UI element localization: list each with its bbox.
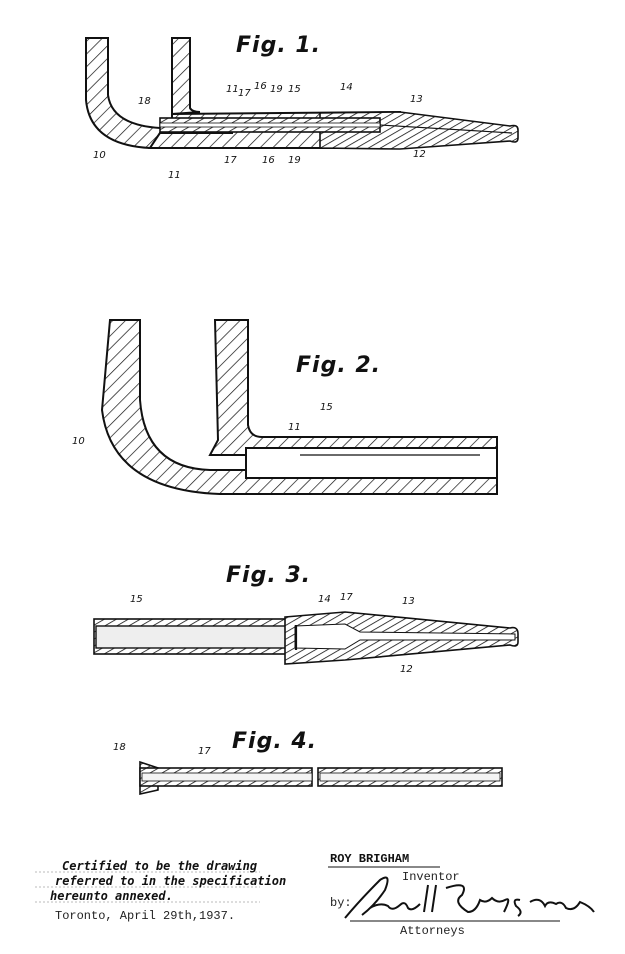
figure-2-title: Fig. 2. bbox=[296, 353, 381, 378]
figure-4: Fig. 4. 18 17 bbox=[113, 729, 503, 795]
fig1-bowl-wall bbox=[171, 37, 201, 116]
inventor-role: Inventor bbox=[402, 870, 460, 884]
fig2-reference-numerals: 10 11 15 bbox=[72, 402, 333, 447]
ref-17b: 17 bbox=[224, 155, 237, 166]
inventor-name: ROY BRIGHAM bbox=[330, 852, 409, 866]
ref-17: 17 bbox=[238, 88, 251, 99]
ref-15: 15 bbox=[288, 84, 301, 95]
figure-1: Fig. 1. 18 11 17 16 19 15 14 13 12 17 16… bbox=[85, 33, 519, 181]
certification-stamp: Certified to be the drawing referred to … bbox=[35, 859, 286, 923]
ref-10: 10 bbox=[72, 436, 85, 447]
ref-11: 11 bbox=[226, 84, 239, 95]
ref-13: 13 bbox=[410, 94, 423, 105]
ref-15: 15 bbox=[320, 402, 333, 413]
ref-11b: 11 bbox=[168, 170, 181, 181]
ref-18: 18 bbox=[138, 96, 151, 107]
ref-13: 13 bbox=[402, 596, 415, 607]
certificate-line-3: hereunto annexed. bbox=[50, 889, 173, 903]
fig1-reference-numerals: 18 11 17 16 19 15 14 13 12 17 16 19 11 1… bbox=[93, 81, 426, 181]
ref-19b: 19 bbox=[288, 155, 301, 166]
attorneys-role: Attorneys bbox=[400, 924, 465, 938]
ref-19: 19 bbox=[270, 84, 283, 95]
ref-15: 15 bbox=[130, 594, 143, 605]
fig4-reference-numerals: 18 17 bbox=[113, 742, 211, 757]
figure-4-title: Fig. 4. bbox=[232, 729, 317, 754]
figure-3: Fig. 3. 15 14 17 13 12 bbox=[93, 563, 519, 675]
by-label: by: bbox=[330, 896, 352, 910]
ref-14: 14 bbox=[340, 82, 353, 93]
fig3-reference-numerals: 15 14 17 13 12 bbox=[130, 592, 415, 675]
ref-12: 12 bbox=[413, 149, 426, 160]
ref-10: 10 bbox=[93, 150, 106, 161]
figure-3-title: Fig. 3. bbox=[226, 563, 311, 588]
ref-16: 16 bbox=[254, 81, 267, 92]
ref-16b: 16 bbox=[262, 155, 275, 166]
certificate-line-2: referred to in the specification bbox=[55, 874, 286, 888]
ref-11: 11 bbox=[288, 422, 301, 433]
ref-14: 14 bbox=[318, 594, 331, 605]
ref-18: 18 bbox=[113, 742, 126, 753]
ref-17: 17 bbox=[340, 592, 353, 603]
attorney-signature bbox=[344, 876, 595, 919]
ref-17: 17 bbox=[198, 746, 211, 757]
figure-1-title: Fig. 1. bbox=[236, 33, 321, 58]
fig2-bowl-wall bbox=[208, 319, 498, 456]
ref-12: 12 bbox=[400, 664, 413, 675]
signature-block: ROY BRIGHAM Inventor by: Attorneys bbox=[328, 852, 595, 938]
figure-2: Fig. 2. 10 11 15 bbox=[72, 319, 498, 495]
fig2-bore bbox=[245, 447, 498, 479]
certificate-line-1: Certified to be the drawing bbox=[62, 859, 257, 873]
certificate-place-date: Toronto, April 29th,1937. bbox=[55, 909, 235, 923]
